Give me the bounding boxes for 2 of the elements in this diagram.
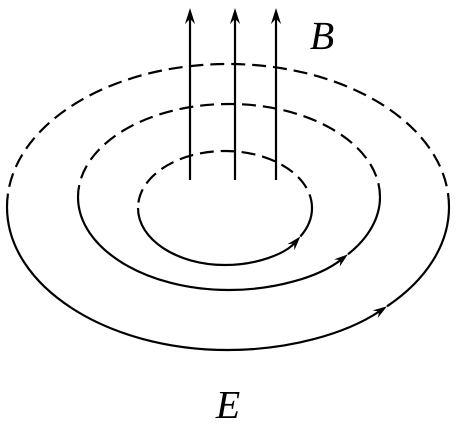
field-label: E <box>215 392 240 418</box>
field-label: B <box>310 22 334 50</box>
